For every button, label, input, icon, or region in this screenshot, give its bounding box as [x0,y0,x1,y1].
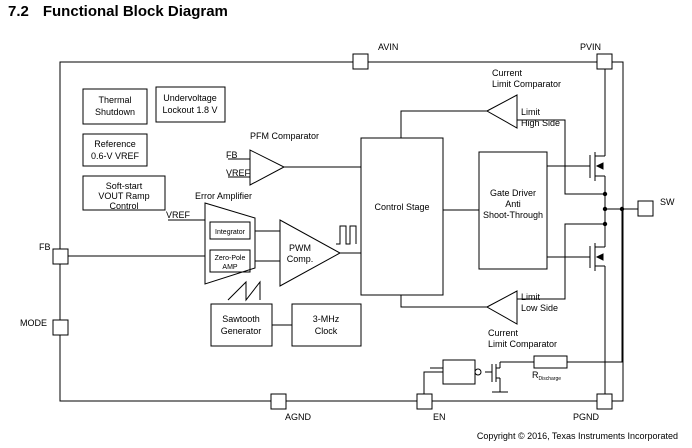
softstart-line-3: Control [109,201,138,211]
zero-pole-line-2: AMP [222,264,238,271]
pwm-line-1: PWM [289,243,311,253]
clock-block [291,303,362,347]
pin-fb [52,248,69,265]
current-limit-top-line-2: Limit Comparator [492,79,561,89]
pfm-comparator-label: PFM Comparator [250,131,319,141]
pin-label-pgnd: PGND [573,412,600,422]
thermal-line-1: Thermal [98,95,131,105]
pin-label-fb: FB [39,242,51,252]
pin-pvin [596,53,613,70]
pin-label-avin: AVIN [378,42,398,52]
thermal-shutdown-block [82,88,148,125]
sawtooth-waveform [227,280,261,302]
section-heading: 7.2 Functional Block Diagram [8,3,228,20]
enable-logic-gate [442,359,476,385]
current-limit-comparator-top [485,94,518,129]
pin-avin [352,53,369,70]
gate-driver-line-2: Anti [505,199,521,209]
pin-mode [52,319,69,336]
rdischarge-main: R [532,370,539,380]
rdischarge-label: RDischarge [532,370,561,382]
gate-driver-line-3: Shoot-Through [483,210,543,220]
limit-high-line-1: Limit [521,107,541,117]
current-limit-bottom-line-2: Limit Comparator [488,339,557,349]
gate-driver-line-1: Gate Driver [490,188,536,198]
error-amplifier-label: Error Amplifier [195,191,252,201]
pin-label-mode: MODE [20,318,47,328]
section-number: 7.2 [8,3,29,20]
sawtooth-line-1: Sawtooth [222,314,260,324]
limit-low-line-1: Limit [521,292,541,302]
pwm-line-2: Comp. [287,254,314,264]
sawtooth-line-2: Generator [221,326,262,336]
section-title: Functional Block Diagram [42,3,228,20]
inverter-bubble [474,368,482,376]
reference-line-2: 0.6-V VREF [91,151,140,161]
discharge-resistor [533,355,568,369]
uvlo-line-1: Undervoltage [163,93,217,103]
rdischarge-sub: Discharge [539,376,562,382]
pin-sw [637,200,654,217]
zero-pole-line-1: Zero-Pole [215,255,246,262]
pin-label-pvin: PVIN [580,42,601,52]
pin-label-sw: SW [660,197,675,207]
clock-line-1: 3-MHz [313,314,340,324]
chip-outline [59,61,624,402]
pwm-comparator [279,219,342,287]
pin-label-en: EN [433,412,446,422]
zero-pole-block [209,249,251,273]
low-side-mosfet [589,228,606,271]
reference-line-1: Reference [94,139,136,149]
softstart-line-2: VOUT Ramp [98,191,149,201]
pin-pgnd [596,393,613,410]
current-limit-bottom-line-1: Current [488,328,519,338]
reference-block [82,133,148,167]
limit-low-line-2: Low Side [521,303,558,313]
error-amplifier [204,202,256,285]
error-amp-vref-label: VREF [166,210,191,220]
high-side-mosfet [589,150,606,187]
softstart-line-1: Soft-start [106,181,143,191]
uvlo-block [155,86,226,123]
uvlo-line-2: Lockout 1.8 V [162,105,217,115]
pfm-fb-label: FB [226,150,238,160]
softstart-block [82,175,166,211]
thermal-line-2: Shutdown [95,107,135,117]
control-stage-block [360,137,444,296]
pfm-vref-label: VREF [226,168,251,178]
current-limit-top-line-1: Current [492,68,523,78]
limit-high-line-2: High Side [521,118,560,128]
pin-en [416,393,433,410]
pin-label-agnd: AGND [285,412,312,422]
control-stage-label: Control Stage [374,202,429,212]
current-limit-comparator-bottom [485,290,518,325]
integrator-block [209,221,251,240]
pin-agnd [270,393,287,410]
integrator-label: Integrator [215,229,246,236]
junction-dots [602,191,625,227]
pwm-pulse-waveform [336,225,357,245]
pfm-comparator [249,149,286,186]
clock-line-2: Clock [315,326,338,336]
copyright-notice: Copyright © 2016, Texas Instruments Inco… [476,431,678,441]
sawtooth-generator-block [210,303,273,347]
